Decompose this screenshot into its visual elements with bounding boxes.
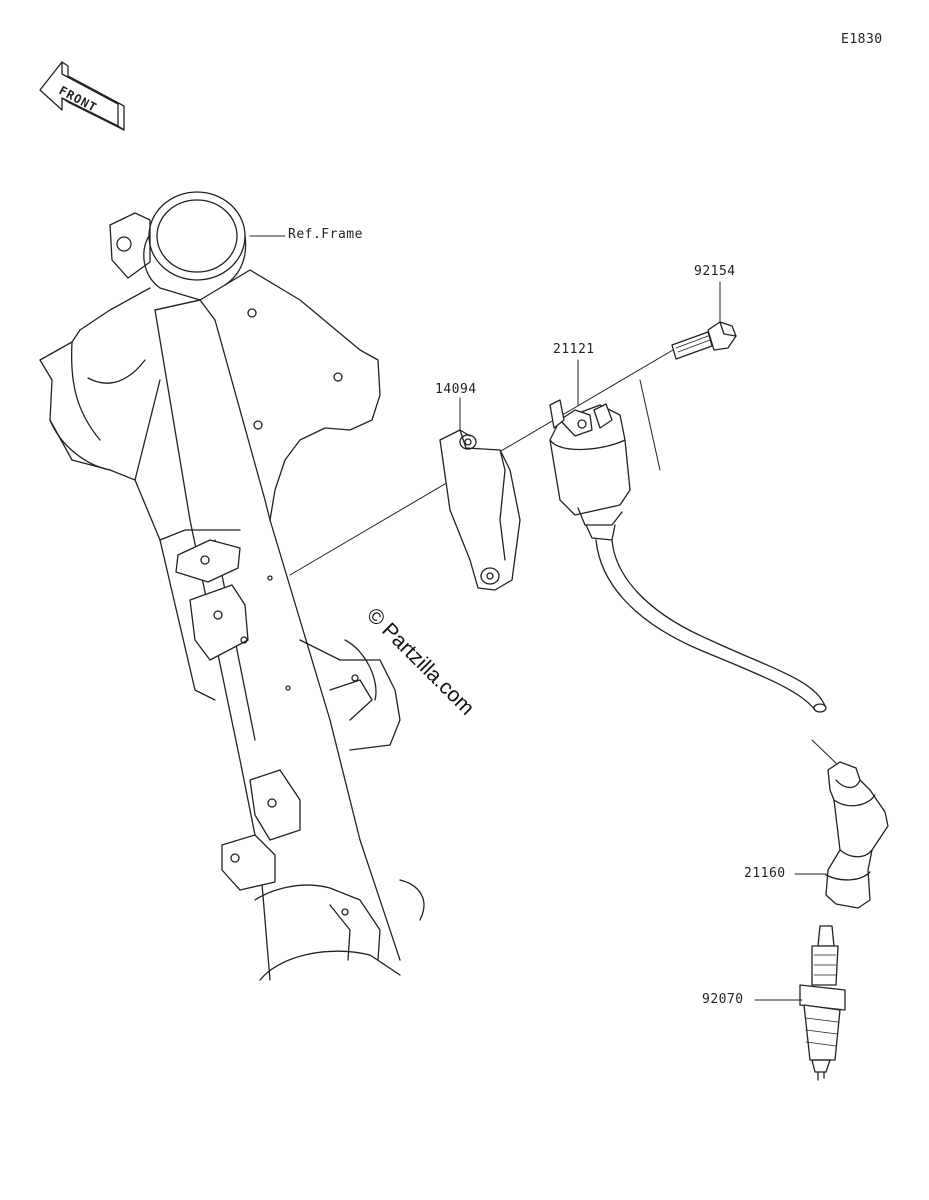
- callout-plug[interactable]: 92070: [702, 992, 744, 1007]
- frame-structure: [39, 269, 425, 981]
- ignition-coil-21121: [549, 399, 839, 766]
- diagram-code: E1830: [841, 32, 883, 47]
- spark-plug-92070: [799, 925, 846, 1081]
- callout-frame[interactable]: Ref.Frame: [288, 227, 363, 242]
- callout-cap[interactable]: 21160: [744, 866, 786, 881]
- front-arrow-icon: FRONT: [39, 61, 125, 131]
- bracket-14094: [439, 429, 521, 591]
- callout-bolt[interactable]: 92154: [694, 264, 736, 279]
- plug-cap-21160: [825, 761, 889, 909]
- bolt-92154: [671, 321, 737, 360]
- callout-bracket[interactable]: 14094: [435, 382, 477, 397]
- callout-coil[interactable]: 21121: [553, 342, 595, 357]
- frame-head-tube: [109, 191, 247, 301]
- callout-leaders: [249, 235, 827, 1001]
